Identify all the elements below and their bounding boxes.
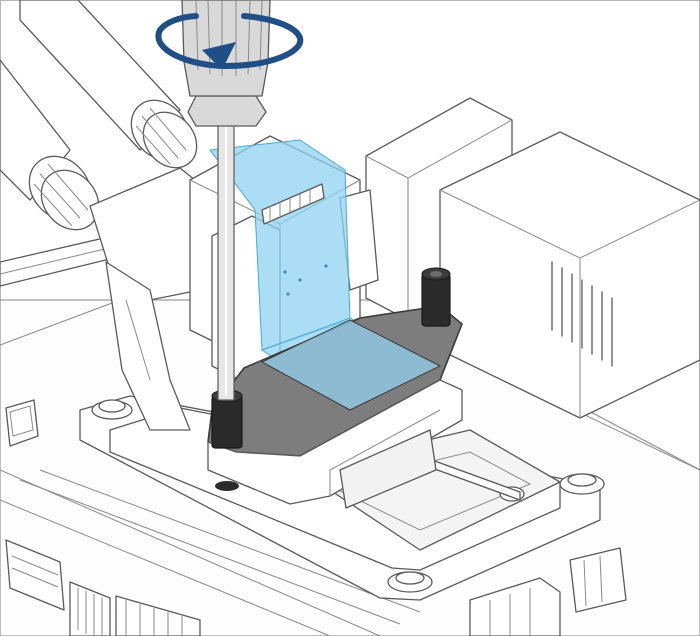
mounting-base	[207, 379, 463, 509]
connector-pins	[261, 183, 325, 225]
fan-header-bottom-right	[469, 547, 627, 636]
tube-lower	[0, 59, 100, 231]
socket-screw-bottom	[387, 571, 433, 593]
tube-upper	[19, 0, 198, 169]
standoff-right	[421, 267, 451, 327]
socket-lever	[431, 459, 525, 502]
vrm-heatsink-large	[439, 131, 700, 419]
io-connector	[5, 399, 39, 447]
sata-connector	[5, 539, 65, 611]
clockwise-rotation-arrow-icon	[155, 13, 304, 70]
pin-header-left	[69, 581, 111, 636]
power-connector	[115, 595, 201, 636]
tube-fitting-arm	[89, 167, 221, 431]
socket-screw-left	[91, 399, 133, 420]
socket-screw-right	[559, 473, 605, 495]
